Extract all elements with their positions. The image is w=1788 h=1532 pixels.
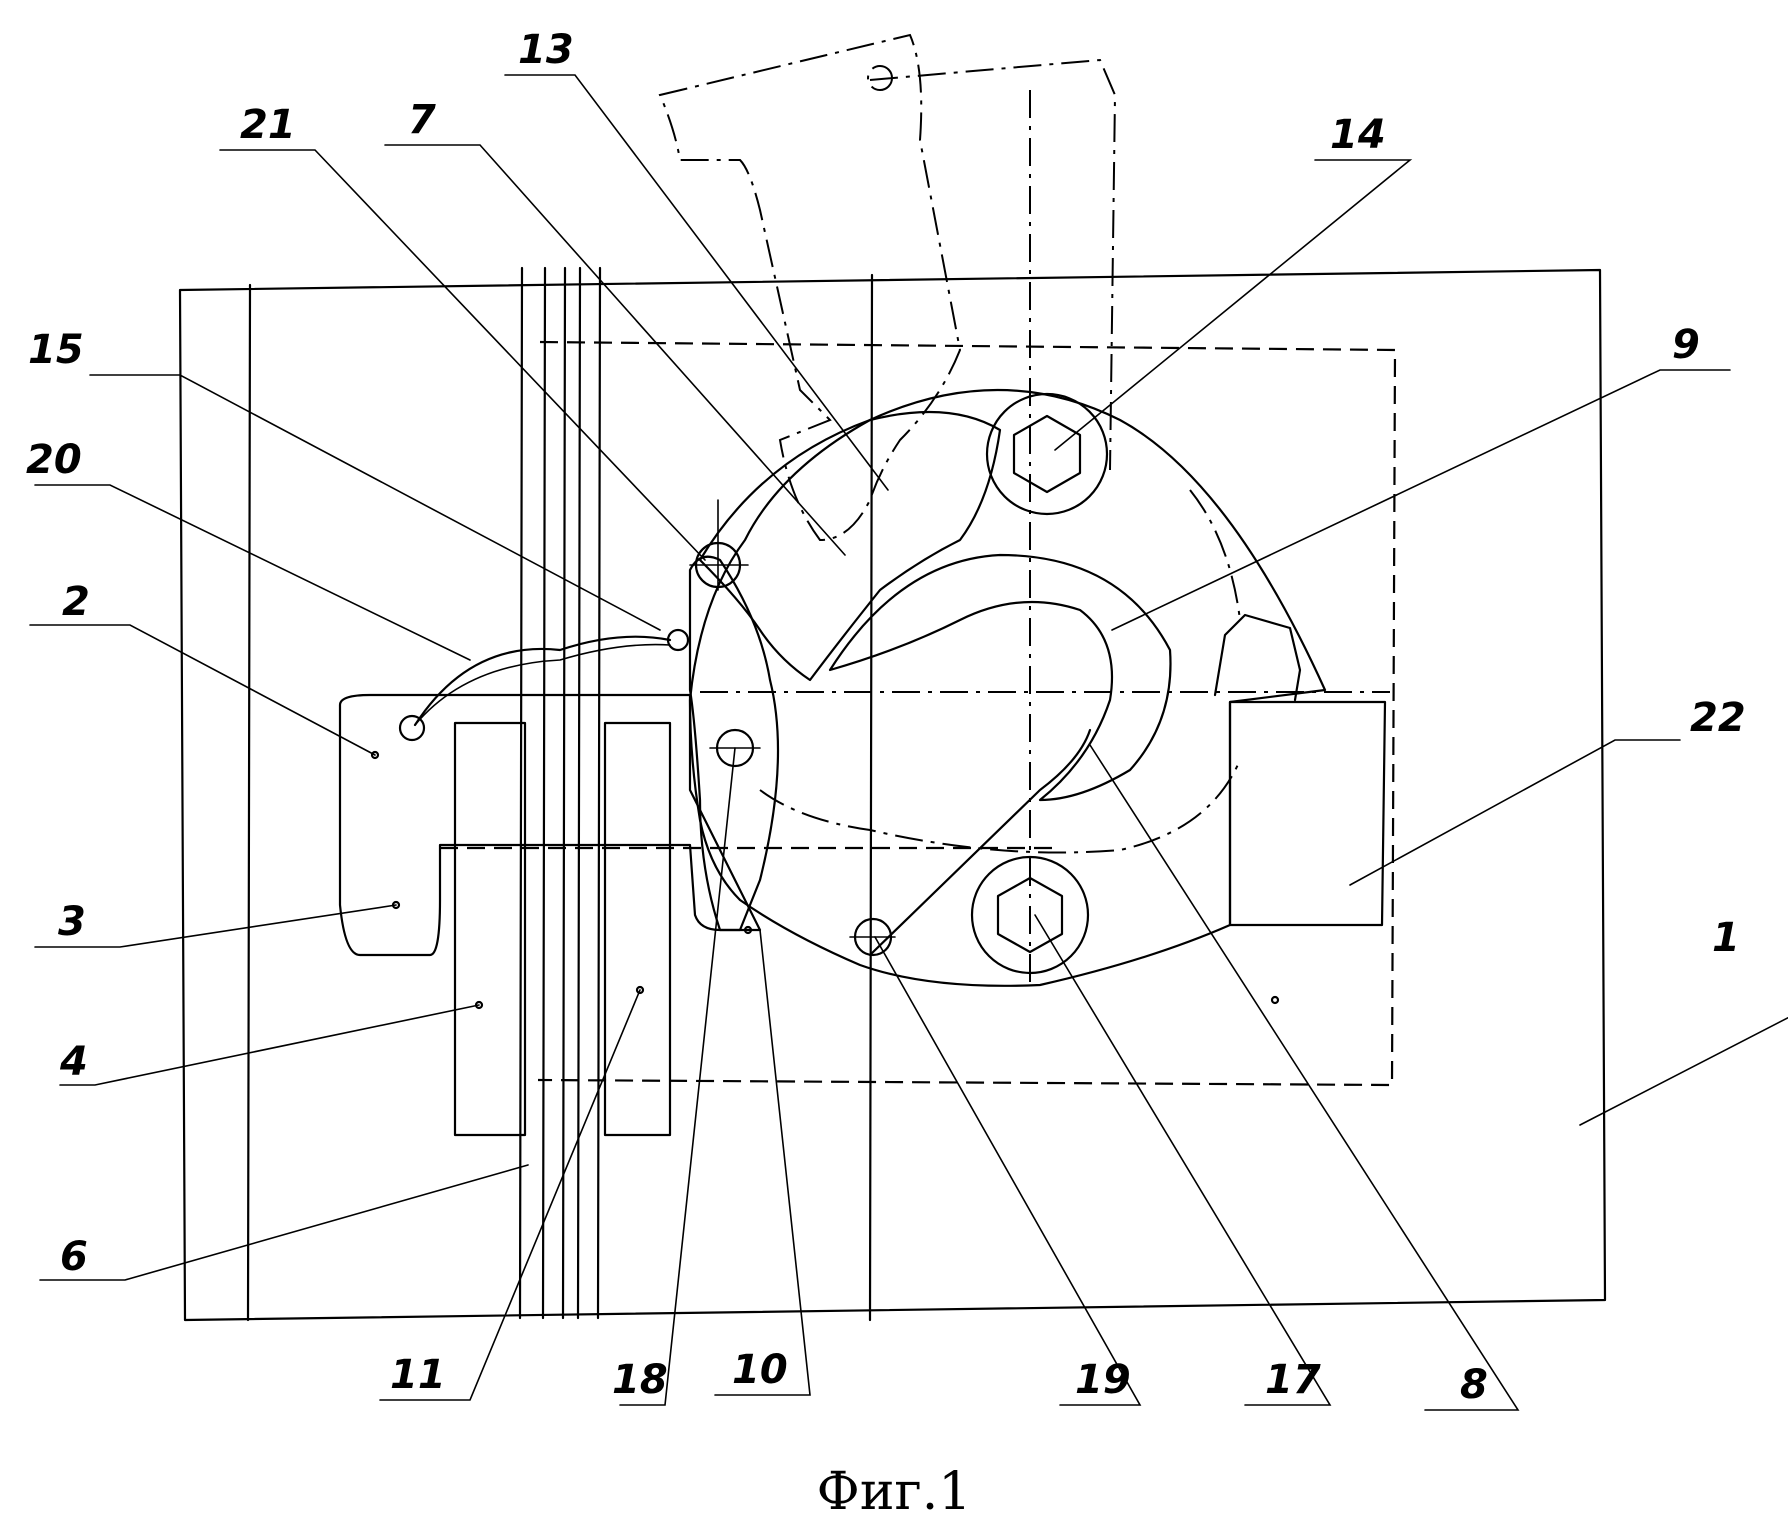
- callout-7: 7: [408, 100, 436, 140]
- callout-8: 8: [1460, 1365, 1488, 1405]
- strip-6-line-d: [578, 268, 580, 1318]
- cord-eye: [400, 716, 424, 740]
- leader-4: [60, 1005, 479, 1085]
- callout-14: 14: [1330, 115, 1386, 155]
- side-bolt: [1215, 615, 1300, 700]
- callout-3: 3: [58, 902, 86, 942]
- leader-9: [1112, 370, 1730, 630]
- callout-19: 19: [1075, 1360, 1131, 1400]
- leader-14: [1055, 160, 1410, 450]
- leader-6: [40, 1165, 528, 1280]
- leader-21: [220, 150, 705, 560]
- leader-10: [715, 930, 810, 1395]
- leader-11: [380, 990, 640, 1400]
- leader-17: [1035, 915, 1330, 1405]
- leader-22: [1350, 740, 1680, 885]
- leader-2: [30, 625, 375, 755]
- bolt-14-hex: [1014, 416, 1080, 492]
- strip-6-line-b: [543, 268, 545, 1318]
- leader-3: [35, 905, 396, 947]
- cord-20: [415, 637, 670, 725]
- callout-10: 10: [732, 1350, 788, 1390]
- callout-15: 15: [28, 330, 84, 370]
- callout-20: 20: [26, 440, 82, 480]
- lever-19-edge: [870, 730, 1090, 955]
- callout-1: 1: [1712, 918, 1740, 958]
- strip-6-line-c: [563, 268, 565, 1318]
- figure-caption: Фиг.1: [0, 1462, 1788, 1522]
- leader-19: [875, 937, 1140, 1405]
- strip-6-line-e: [598, 268, 600, 1318]
- callout-22: 22: [1690, 698, 1746, 738]
- callout-6: 6: [60, 1237, 88, 1277]
- leader-15: [90, 375, 660, 630]
- dashed-arc-upper: [1190, 490, 1240, 620]
- strip-6-line-a: [520, 268, 522, 1318]
- cord-20-twist: [415, 645, 670, 725]
- slot-4: [455, 723, 525, 1135]
- slot-11: [605, 723, 670, 1135]
- callout-9: 9: [1672, 325, 1700, 365]
- callout-11: 11: [390, 1355, 446, 1395]
- cam-9: [830, 555, 1171, 800]
- latch-10: [690, 557, 778, 930]
- callout-18: 18: [612, 1360, 668, 1400]
- hidden-frame: [538, 342, 1395, 1085]
- left-rail-line: [248, 285, 250, 1320]
- block-22: [1230, 702, 1385, 925]
- bolt-14-outer: [987, 394, 1107, 514]
- callout-4: 4: [60, 1042, 88, 1082]
- callout-21: 21: [240, 105, 296, 145]
- main-body-outline: [180, 270, 1605, 1320]
- phantom-link: [870, 60, 1115, 470]
- leader-1: [1580, 960, 1788, 1125]
- leader-8: [1090, 745, 1518, 1410]
- callout-17: 17: [1265, 1360, 1321, 1400]
- disc-8: [690, 390, 1325, 986]
- phantom-lever: [660, 35, 960, 540]
- callout-2: 2: [62, 582, 90, 622]
- leader-20: [35, 485, 470, 660]
- axis-vertical-line: [870, 275, 872, 1320]
- callout-13: 13: [518, 30, 574, 70]
- bracket-2: [340, 695, 760, 955]
- dashed-arc: [760, 760, 1240, 853]
